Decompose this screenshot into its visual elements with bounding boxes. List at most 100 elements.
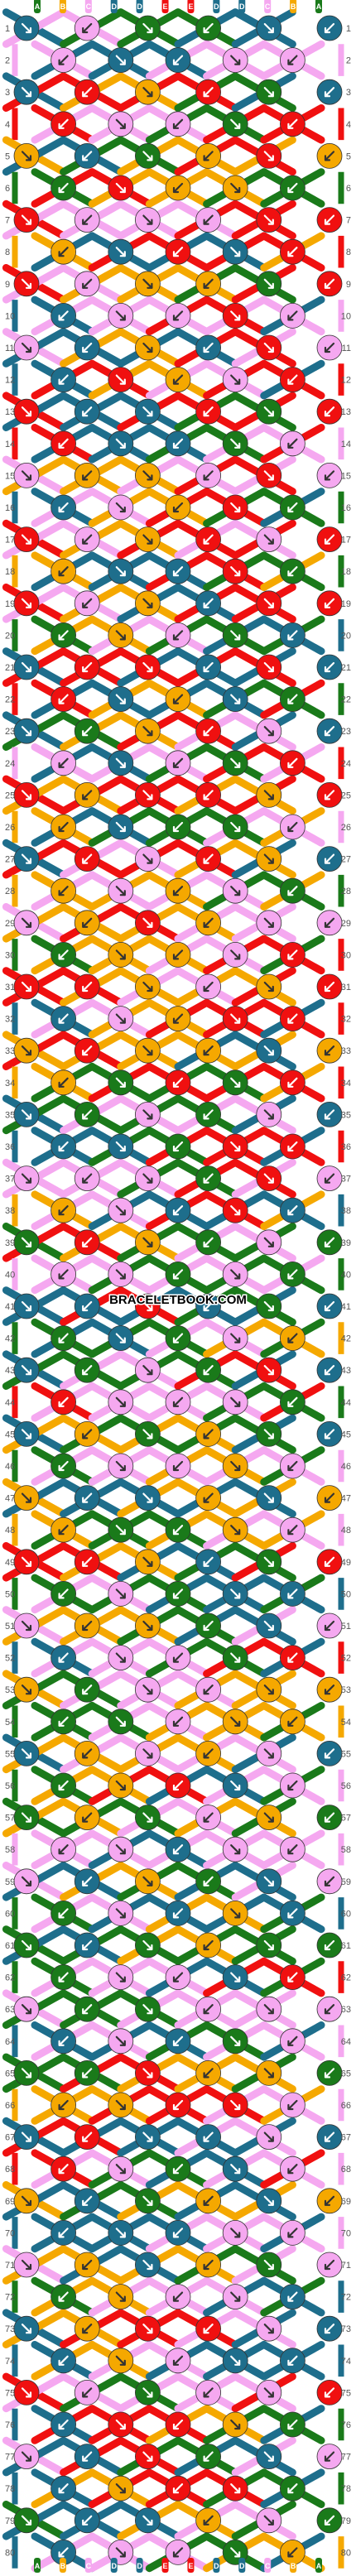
row-number-right: 36 [341,1142,351,1152]
knot-arrow-icon [115,2035,126,2046]
knot-arrow-icon [172,247,184,257]
knot-arrow-icon [82,534,93,545]
strand-tab-bottom [315,2558,322,2573]
knot-arrow-icon [142,342,153,353]
knot-arrow-icon [115,1652,126,1663]
strand-tab-bottom [110,2558,118,2573]
knot-arrow-icon [58,566,69,577]
row-number-left: 4 [5,120,10,130]
knot-arrow-icon [172,1525,184,1536]
knot-arrow-icon [58,1716,69,1727]
knot-arrow-icon [115,2291,126,2302]
knot-arrow-icon [115,1972,126,1982]
knot-arrow-icon [58,694,69,704]
knot-arrow-icon [82,1748,93,1759]
knot-arrow-icon [58,949,69,960]
row-number-left: 15 [5,471,15,481]
knot-arrow-icon [58,438,69,449]
row-number-right: 67 [341,2133,351,2143]
knot-arrow-icon [324,598,335,608]
row-number-right: 8 [346,248,351,257]
knot-arrow-icon [324,1429,335,1439]
knot-arrow-icon [203,661,214,673]
knot-arrow-icon [324,1876,335,1886]
knot-arrow-icon [287,1333,298,1343]
knot-arrow-icon [324,2387,335,2398]
row-number-left: 18 [5,567,15,577]
row-number-right: 60 [341,1909,351,1919]
knot-arrow-icon [21,726,32,737]
knot-arrow-icon [287,2419,298,2430]
knot-arrow-icon [263,406,274,417]
knot-arrow-icon [263,1365,274,1376]
knot-arrow-icon [172,2419,184,2430]
knot-arrow-icon [263,1684,274,1695]
knot-arrow-icon [287,566,298,577]
knot-arrow-icon [58,182,69,194]
knot-arrow-icon [324,1300,335,1312]
knot-arrow-icon [142,1237,153,1247]
knot-arrow-icon [230,2035,241,2046]
knot-arrow-icon [172,2483,184,2494]
knot-arrow-icon [82,1939,93,1951]
row-number-right: 45 [341,1430,351,1439]
knot-arrow-icon [287,182,298,194]
knot-arrow-icon [324,1173,335,1184]
knot-arrow-icon [58,1908,69,1919]
knot-arrow-icon [142,1492,153,1503]
knot-arrow-icon [115,886,126,896]
row-number-right: 7 [346,216,351,226]
knot-arrow-icon [115,2228,126,2238]
knot-arrow-icon [287,55,298,65]
knot-arrow-icon [142,1045,153,1056]
knot-arrow-icon [287,502,298,513]
knot-arrow-icon [287,694,298,704]
knot-arrow-icon [287,1013,298,1024]
knot-arrow-icon [142,726,153,737]
knot-arrow-icon [172,1077,184,1088]
knot-arrow-icon [287,1269,298,1280]
knot-arrow-icon [21,1365,32,1376]
knot-arrow-icon [203,342,214,353]
knot-arrow-icon [172,1141,184,1152]
knot-arrow-icon [203,151,214,161]
knot-arrow-icon [58,886,69,896]
knot-arrow-icon [263,2068,274,2079]
knot-arrow-icon [82,853,93,864]
row-number-left: 51 [5,1622,15,1632]
knot-arrow-icon [82,1620,93,1632]
knot-arrow-icon [263,1556,274,1567]
knot-arrow-icon [58,821,69,833]
knot-arrow-icon [287,2164,298,2175]
knot-arrow-icon [287,1077,298,1088]
knot-arrow-icon [58,2419,69,2430]
knot-arrow-icon [287,2483,298,2494]
row-number-left: 55 [5,1749,15,1759]
knot-arrow-icon [263,1173,274,1184]
knot-arrow-icon [82,1365,93,1376]
row-number-right: 11 [342,344,351,353]
knot-arrow-icon [82,22,93,34]
knot-arrow-icon [287,1780,298,1791]
knot-arrow-icon [230,1652,241,1663]
knot-arrow-icon [230,1588,241,1599]
knot-arrow-icon [324,2259,335,2271]
row-number-left: 11 [5,344,14,353]
row-number-left: 32 [5,1015,15,1025]
knot-arrow-icon [142,278,153,289]
knot-arrow-icon [82,1684,93,1695]
knot-arrow-icon [263,342,274,353]
knot-arrow-icon [263,2259,274,2271]
row-number-right: 79 [341,2516,351,2526]
knot-arrow-icon [263,853,274,864]
knot-arrow-icon [142,1620,153,1632]
row-number-right: 37 [341,1175,351,1185]
strand-tab-top [110,0,118,13]
knot-arrow-icon [82,470,93,481]
strand-tab-bottom [238,2558,246,2573]
knot-arrow-icon [115,1716,126,1727]
row-number-left: 39 [5,1238,15,1248]
row-number-left: 61 [5,1941,15,1951]
row-number-left: 20 [5,631,15,641]
